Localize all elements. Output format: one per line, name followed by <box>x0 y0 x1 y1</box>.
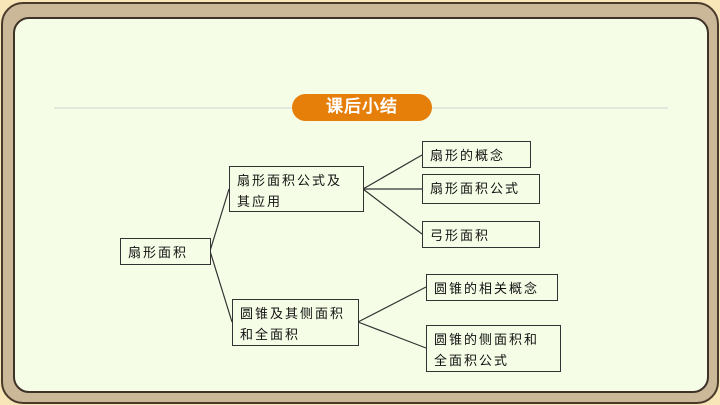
leaf-node: 扇形的概念 <box>422 141 531 168</box>
leaf-node: 圆锥的相关概念 <box>426 274 558 301</box>
connector <box>357 286 427 323</box>
connector <box>209 250 233 323</box>
leaf-node: 圆锥的侧面积和全面积公式 <box>426 325 561 372</box>
connector <box>357 321 427 349</box>
root-node: 扇形面积 <box>120 238 211 265</box>
connector <box>362 188 423 235</box>
branch-node: 圆锥及其侧面积和全面积 <box>232 299 359 346</box>
connector <box>362 154 423 190</box>
branch-node: 扇形面积公式及其应用 <box>229 166 364 212</box>
leaf-node: 扇形面积公式 <box>422 174 540 204</box>
leaf-node: 弓形面积 <box>422 221 540 248</box>
connector <box>209 188 230 252</box>
section-title: 课后小结 <box>292 94 432 121</box>
